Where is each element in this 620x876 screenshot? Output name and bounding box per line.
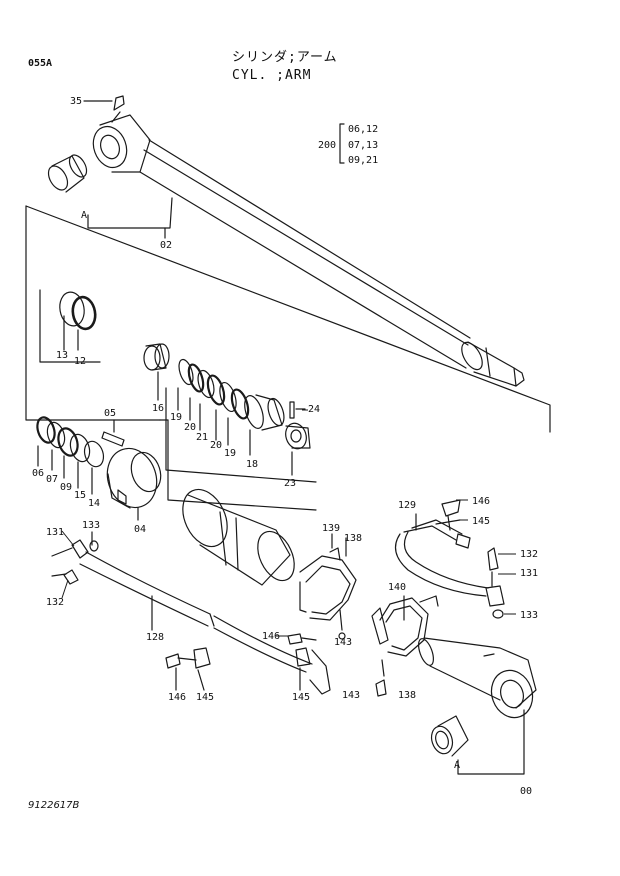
callout-20a: 20 xyxy=(184,422,197,433)
cylinder-tube xyxy=(84,96,524,386)
callout-12: 12 xyxy=(74,356,87,367)
cylinder-sleeve xyxy=(174,482,301,586)
callout-07: 07 xyxy=(46,474,59,485)
callout-133-left: 133 xyxy=(82,520,101,531)
callout-06: 06 xyxy=(32,468,45,479)
callout-129: 129 xyxy=(398,500,417,511)
hose-129 xyxy=(396,500,505,606)
callout-146-right: 146 xyxy=(472,496,491,507)
callout-05: 05 xyxy=(104,408,117,419)
callout-128: 128 xyxy=(146,632,165,643)
callout-02: 02 xyxy=(160,240,173,251)
callout-16: 16 xyxy=(152,403,165,414)
piston-assembly xyxy=(144,344,316,482)
page-code: 055A xyxy=(28,58,53,69)
drawing-number: 9122617B xyxy=(28,800,80,811)
callout-138-right: 138 xyxy=(398,690,417,701)
callout-19a: 19 xyxy=(170,412,183,423)
callout-15: 15 xyxy=(74,490,87,501)
clamp-139-138 xyxy=(300,534,356,639)
callout-133-right: 133 xyxy=(520,610,539,621)
leader-a-upper xyxy=(88,198,172,228)
cylinder-head xyxy=(34,415,165,545)
callout-00: 00 xyxy=(520,786,533,797)
callout-138-left: 138 xyxy=(344,533,363,544)
callout-145-lower-left: 145 xyxy=(196,692,215,703)
serial-item-1: 06,12 xyxy=(348,124,379,135)
clamp-140-138 xyxy=(372,596,438,696)
callout-143-right: 143 xyxy=(342,690,361,701)
clip-bolt-set-lower xyxy=(166,634,316,690)
callout-a-upper: A xyxy=(81,210,88,221)
callout-140: 140 xyxy=(388,582,407,593)
o-ring-133-left xyxy=(90,541,98,551)
callout-19b: 19 xyxy=(224,448,237,459)
callout-a-lower: A xyxy=(454,760,461,771)
serial-ref: 200 xyxy=(318,140,337,151)
callout-35: 35 xyxy=(70,96,83,107)
callout-146-lower: 146 xyxy=(168,692,187,703)
callout-21: 21 xyxy=(196,432,209,443)
serial-bracket xyxy=(340,124,344,163)
callout-18: 18 xyxy=(246,459,259,470)
callout-131-left: 131 xyxy=(46,527,65,538)
callout-04: 04 xyxy=(134,524,147,535)
pipe-128 xyxy=(52,540,330,694)
callout-132-left: 132 xyxy=(46,597,65,608)
cylinder-bottom xyxy=(416,637,539,774)
callout-146-mid: 146 xyxy=(262,631,281,642)
callout-09: 09 xyxy=(60,482,73,493)
callout-131-right: 131 xyxy=(520,568,539,579)
bushing-upper xyxy=(45,152,90,193)
title-english: CYL. ;ARM xyxy=(232,68,312,83)
callout-14: 14 xyxy=(88,498,101,509)
o-ring-133-right xyxy=(493,610,503,618)
callout-13: 13 xyxy=(56,350,69,361)
callout-143-left: 143 xyxy=(334,637,353,648)
rod-seal-13-12 xyxy=(40,290,100,362)
seal-kit-boundary xyxy=(26,206,550,510)
serial-item-3: 09,21 xyxy=(348,155,379,166)
callout-145-lower-right: 145 xyxy=(292,692,311,703)
callout-23: 23 xyxy=(284,478,297,489)
callout-20b: 20 xyxy=(210,440,223,451)
callout-24: 24 xyxy=(308,404,321,415)
callout-145-right: 145 xyxy=(472,516,491,527)
title-japanese: シリンダ;アーム xyxy=(232,50,338,65)
callout-132-right: 132 xyxy=(520,549,539,560)
callout-139: 139 xyxy=(322,523,341,534)
serial-item-2: 07,13 xyxy=(348,140,379,151)
